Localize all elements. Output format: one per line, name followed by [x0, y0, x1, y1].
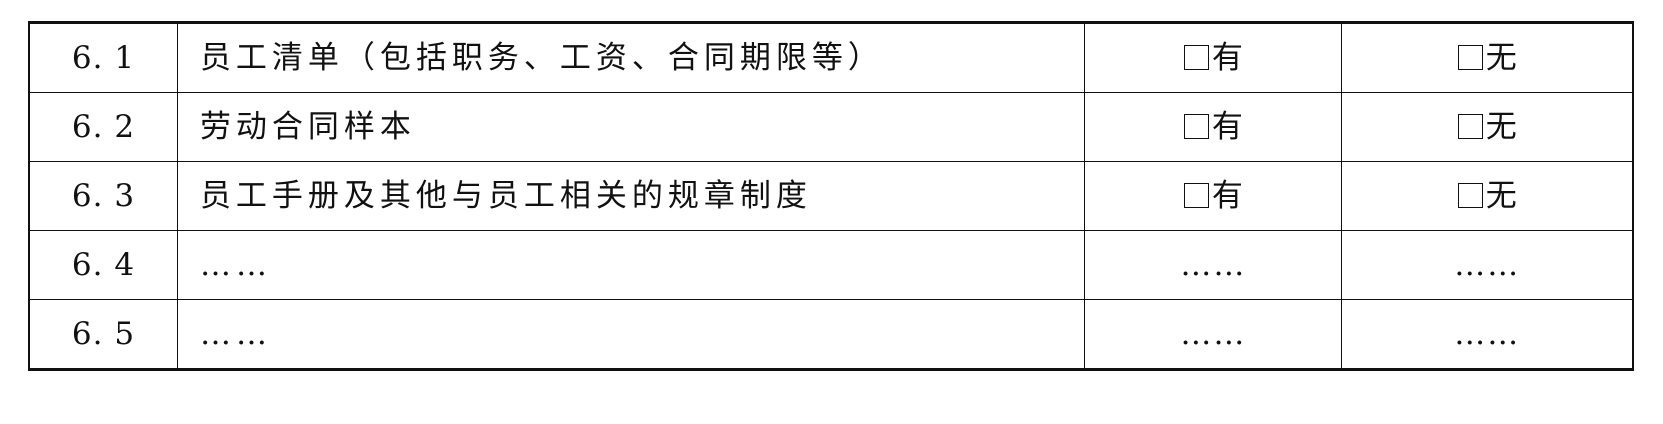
table-row: 6. 4 …… …… ……	[28, 230, 1634, 300]
option-no-cell[interactable]: 无	[1341, 22, 1634, 93]
row-item: ……	[176, 299, 1086, 370]
row-number: 6. 3	[28, 161, 178, 231]
option-yes-cell[interactable]: 有	[1084, 92, 1343, 162]
table-row: 6. 3 员工手册及其他与员工相关的规章制度 有 无	[28, 161, 1634, 231]
table-row: 6. 2 劳动合同样本 有 无	[28, 92, 1634, 162]
option-no-label: 无	[1485, 108, 1517, 145]
checkbox-icon[interactable]	[1457, 113, 1483, 139]
option-yes-cell: ……	[1084, 230, 1343, 300]
checkbox-icon[interactable]	[1457, 182, 1483, 208]
option-no-cell[interactable]: 无	[1341, 161, 1634, 231]
option-no-cell[interactable]: 无	[1341, 92, 1634, 162]
checklist-table: 6. 1 员工清单（包括职务、工资、合同期限等） 有 无 6. 2 劳动合同样本…	[28, 21, 1634, 371]
checkbox-icon[interactable]	[1183, 113, 1209, 139]
row-item: 劳动合同样本	[176, 92, 1086, 162]
option-yes-cell[interactable]: 有	[1084, 161, 1343, 231]
row-item: 员工清单（包括职务、工资、合同期限等）	[176, 22, 1086, 93]
row-item: 员工手册及其他与员工相关的规章制度	[176, 161, 1086, 231]
option-yes-label: 有	[1211, 39, 1243, 76]
option-yes-cell: ……	[1084, 299, 1343, 370]
row-number: 6. 2	[28, 92, 178, 162]
row-number: 6. 5	[28, 299, 178, 370]
option-yes-label: 有	[1211, 177, 1243, 214]
table-row: 6. 1 员工清单（包括职务、工资、合同期限等） 有 无	[28, 22, 1634, 93]
checkbox-icon[interactable]	[1457, 44, 1483, 70]
row-number: 6. 1	[28, 22, 178, 93]
option-yes-cell[interactable]: 有	[1084, 22, 1343, 93]
checkbox-icon[interactable]	[1183, 44, 1209, 70]
checkbox-icon[interactable]	[1183, 182, 1209, 208]
row-number: 6. 4	[28, 230, 178, 300]
option-no-cell: ……	[1341, 299, 1634, 370]
table-row: 6. 5 …… …… ……	[28, 299, 1634, 370]
option-no-label: 无	[1485, 177, 1517, 214]
row-item: ……	[176, 230, 1086, 300]
option-no-cell: ……	[1341, 230, 1634, 300]
option-yes-label: 有	[1211, 108, 1243, 145]
option-no-label: 无	[1485, 39, 1517, 76]
